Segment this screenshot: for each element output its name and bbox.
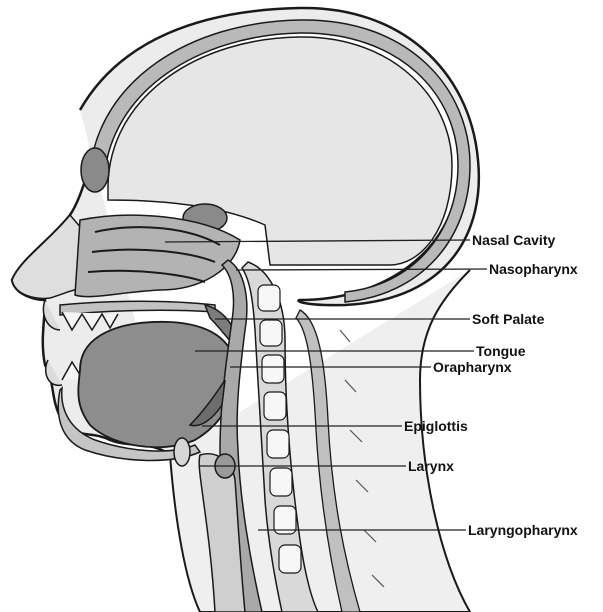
label-soft-palate: Soft Palate (472, 311, 544, 327)
label-epiglottis: Epiglottis (404, 418, 468, 434)
vertebra (258, 285, 280, 311)
label-orapharynx: Orapharynx (433, 359, 512, 375)
label-laryngopharynx: Laryngopharynx (468, 522, 578, 538)
hyoid-bone (174, 438, 190, 466)
label-nasopharynx: Nasopharynx (489, 261, 578, 277)
label-larynx: Larynx (408, 458, 454, 474)
upper-teeth (62, 312, 118, 330)
label-tongue: Tongue (476, 343, 526, 359)
vertebra (262, 355, 284, 383)
vertebra (264, 392, 286, 420)
tongue (78, 322, 235, 447)
vertebra (270, 468, 292, 496)
vertebra (279, 545, 301, 573)
vertebra (267, 430, 289, 458)
vertebra (260, 320, 282, 346)
frontal-sinus (81, 148, 109, 192)
texture-mark (340, 330, 350, 342)
leader-line-nasopharynx (236, 269, 487, 270)
label-nasal-cavity: Nasal Cavity (472, 232, 555, 248)
